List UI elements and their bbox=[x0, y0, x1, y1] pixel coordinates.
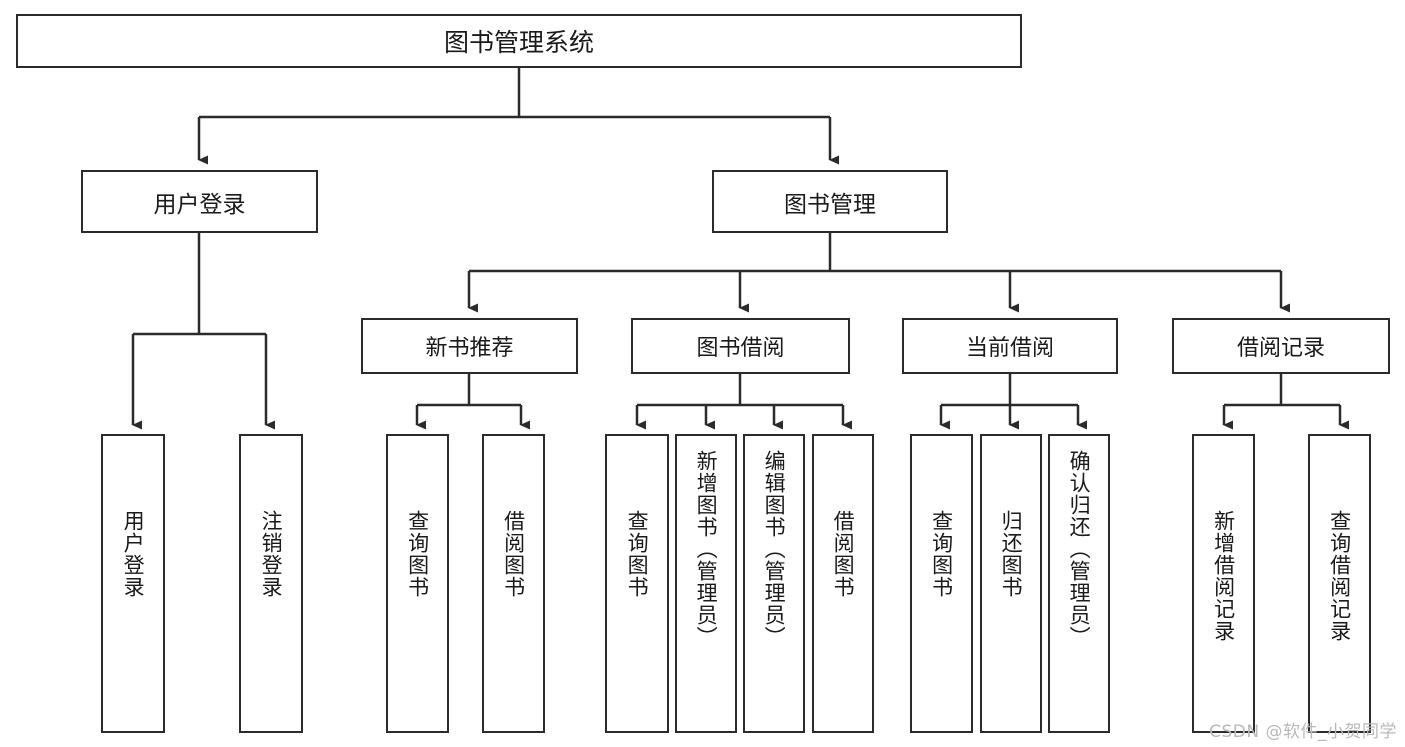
node-label: 图书管理系统 bbox=[443, 28, 594, 57]
leaf-label: 查询图书 bbox=[625, 510, 650, 598]
watermark-text: CSDN @软件_小贺同学 bbox=[1209, 722, 1397, 742]
leaf-label: 借阅图书 bbox=[501, 510, 526, 598]
node-user-login[interactable]: 用户登录 bbox=[81, 170, 318, 233]
leaf-logout[interactable]: 注销登录 bbox=[239, 434, 303, 733]
node-label: 借阅记录 bbox=[1236, 336, 1325, 361]
leaf-borrow-book[interactable]: 借阅图书 bbox=[812, 434, 874, 733]
leaf-query-book-current[interactable]: 查询图书 bbox=[910, 434, 973, 733]
leaf-label: 查询图书 bbox=[405, 510, 430, 598]
leaf-label: 归还图书 bbox=[999, 510, 1024, 598]
node-label: 当前借阅 bbox=[965, 336, 1054, 361]
leaf-user-login[interactable]: 用户登录 bbox=[101, 434, 165, 733]
leaf-return-book[interactable]: 归还图书 bbox=[980, 434, 1042, 733]
node-label: 用户登录 bbox=[153, 191, 246, 218]
leaf-borrow-book-recommend[interactable]: 借阅图书 bbox=[482, 434, 545, 733]
leaf-label: 新增借阅记录 bbox=[1211, 510, 1236, 642]
leaf-query-book-recommend[interactable]: 查询图书 bbox=[386, 434, 449, 733]
leaf-confirm-return-admin[interactable]: 确认归还（管理员） bbox=[1048, 434, 1110, 733]
leaf-query-book-borrow[interactable]: 查询图书 bbox=[605, 434, 669, 733]
leaf-label: 借阅图书 bbox=[831, 510, 856, 598]
node-book-management[interactable]: 图书管理 bbox=[712, 170, 948, 233]
leaf-label: 新增图书（管理员） bbox=[694, 450, 719, 648]
leaf-label: 用户登录 bbox=[121, 510, 146, 598]
leaf-label: 确认归还（管理员） bbox=[1067, 450, 1092, 648]
leaf-label: 注销登录 bbox=[259, 510, 284, 598]
leaf-label: 查询图书 bbox=[929, 510, 954, 598]
node-new-book-recommend[interactable]: 新书推荐 bbox=[361, 318, 578, 374]
leaf-label: 编辑图书（管理员） bbox=[762, 450, 787, 648]
node-root-system[interactable]: 图书管理系统 bbox=[16, 14, 1022, 68]
node-label: 新书推荐 bbox=[425, 336, 514, 361]
leaf-label: 查询借阅记录 bbox=[1327, 510, 1352, 642]
node-book-borrow[interactable]: 图书借阅 bbox=[631, 318, 850, 374]
leaf-edit-book-admin[interactable]: 编辑图书（管理员） bbox=[743, 434, 805, 733]
node-current-borrow[interactable]: 当前借阅 bbox=[902, 318, 1118, 374]
leaf-add-book-admin[interactable]: 新增图书（管理员） bbox=[675, 434, 737, 733]
node-borrow-record[interactable]: 借阅记录 bbox=[1172, 318, 1390, 374]
leaf-add-borrow-record[interactable]: 新增借阅记录 bbox=[1192, 434, 1255, 733]
node-label: 图书借阅 bbox=[696, 336, 785, 361]
leaf-query-borrow-record[interactable]: 查询借阅记录 bbox=[1308, 434, 1371, 733]
node-label: 图书管理 bbox=[784, 191, 876, 218]
